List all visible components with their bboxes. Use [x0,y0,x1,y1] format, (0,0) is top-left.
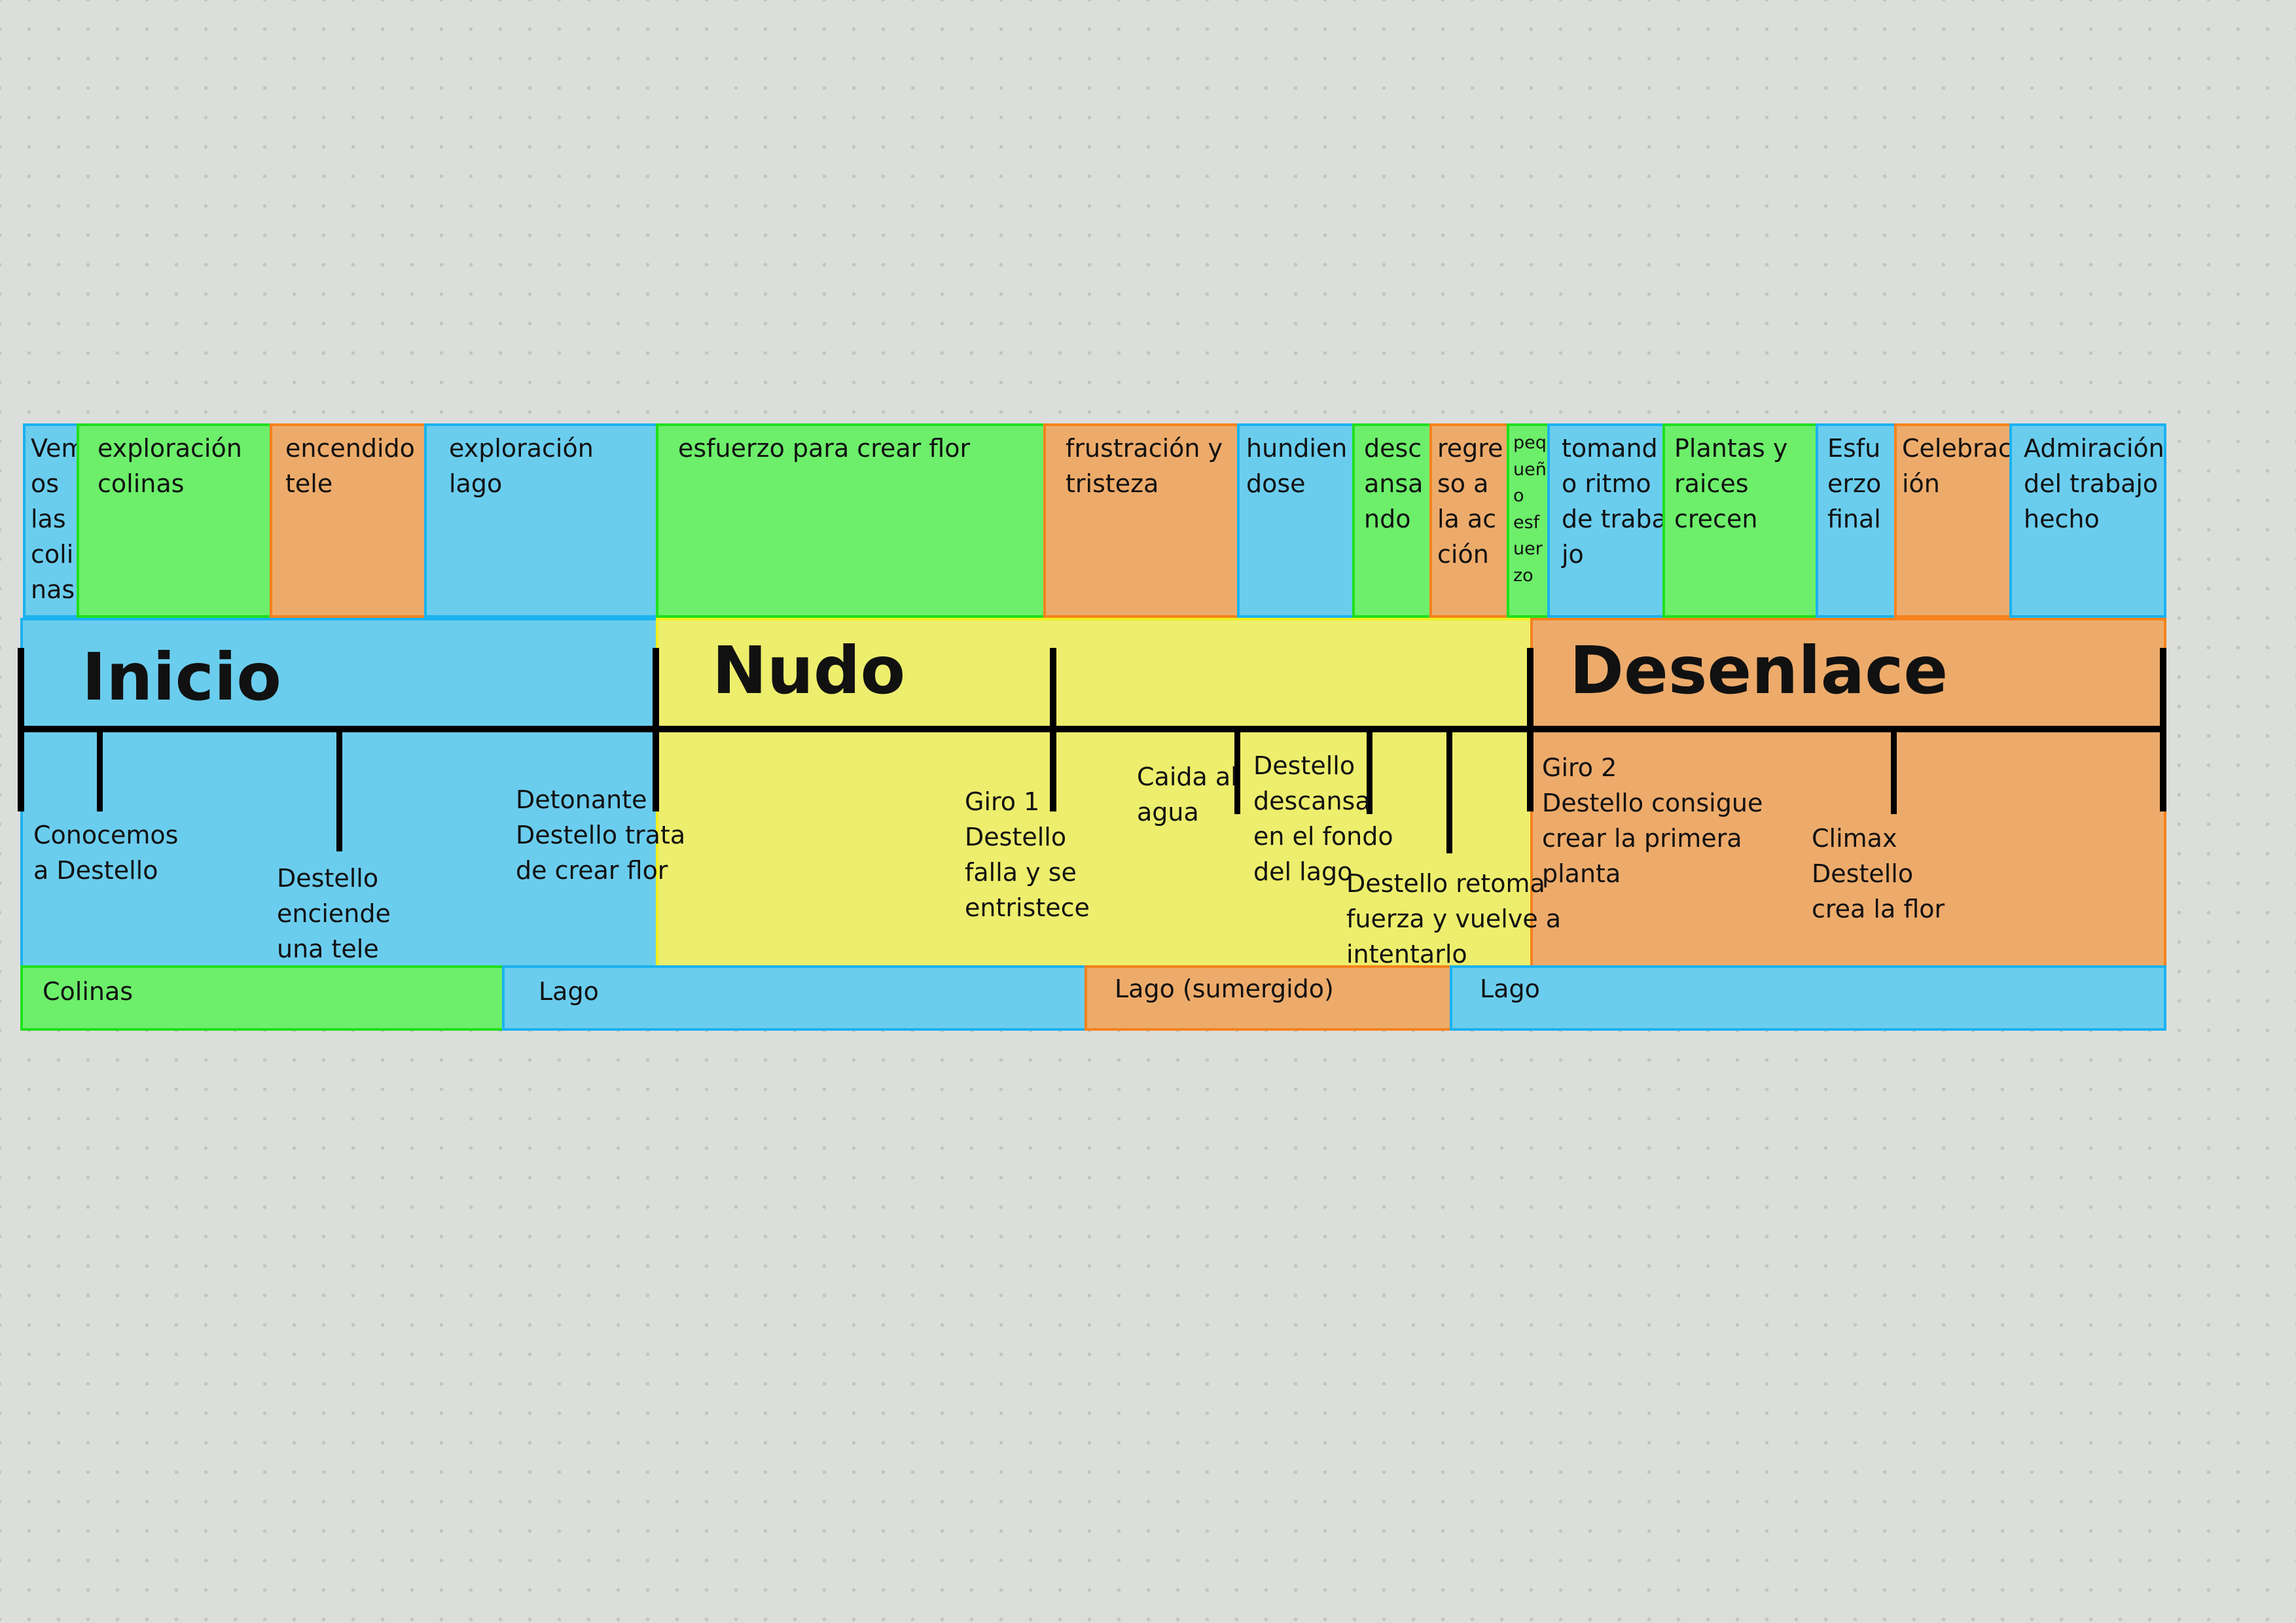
event-label-enciende-tele: Destello enciende una tele [277,864,391,963]
scene-label: exploración lago [449,434,594,498]
scene-label: frustración y tristeza [1066,434,1223,498]
scene-label: regre so a la ac ción [1437,434,1503,569]
event-label-giro-1: Giro 1 Destello falla y se entristece [965,787,1090,922]
event-label-detonante: Detonante Destello trata de crear flor [516,785,686,885]
scene-label: Plantas y raices crecen [1674,434,1788,533]
setting-label: Lago (sumergido) [1115,974,1334,1003]
scene-box-encendido-tele: encendido tele [270,423,427,618]
setting-label: Lago [539,977,599,1006]
scene-box-frustracion-tristeza: frustración y tristeza [1043,423,1240,618]
scene-label: Esfu erzo final [1827,434,1882,533]
timeline-tick-start [18,648,24,812]
event-label-climax: Climax Destello crea la flor [1812,824,1945,923]
timeline-tick-giro-1 [1050,648,1056,812]
scene-box-exploracion-lago: exploración lago [424,423,658,618]
scene-box-regreso-accion: regre so a la ac ción [1429,423,1509,618]
scene-box-esfuerzo-crear-flor: esfuerzo para crear flor [656,423,1046,618]
scene-box-hundiendose: hundien dose [1237,423,1355,618]
scene-label: tomand o ritmo de traba jo [1562,434,1667,569]
timeline-tick-nudo-desenlace [1527,648,1534,812]
scene-label: encendido tele [285,434,415,498]
scene-label: hundien dose [1246,434,1348,498]
scene-box-descansando: desc ansa ndo [1352,423,1432,618]
timeline-tick-enciende-tele [336,729,342,851]
scene-box-admiracion: Admiración del trabajo hecho [2009,423,2166,618]
scene-box-celebracion: Celebrac ión [1894,423,2012,618]
scene-box-exploracion-colinas: exploración colinas [77,423,272,618]
setting-box-lago-sumergido: Lago (sumergido) [1085,965,1452,1031]
timeline-axis [20,726,2166,732]
scene-box-pequeno-esfuerzo: peq ueñ o esf uer zo [1507,423,1550,618]
act-title-desenlace: Desenlace [1570,632,1948,709]
scene-label: peq ueñ o esf uer zo [1513,433,1547,586]
scene-box-plantas-raices: Plantas y raices crecen [1662,423,1818,618]
scene-box-vemos-las-colinas: Vem os las coli nas [23,423,85,618]
scene-box-tomando-ritmo: tomand o ritmo de traba jo [1547,423,1667,618]
scene-label: Vem os las coli nas [31,434,86,604]
event-label-retoma: Destello retoma fuerza y vuelve a intent… [1346,869,1562,969]
timeline-tick-end [2160,648,2166,812]
setting-label: Lago [1480,974,1540,1003]
event-label-giro-2: Giro 2 Destello consigue crear la primer… [1542,753,1763,888]
scene-label: desc ansa ndo [1364,434,1424,533]
timeline-tick-conocemos [97,729,103,812]
event-label-conocemos: Conocemos a Destello [33,821,179,885]
act-title-inicio: Inicio [82,639,281,715]
act-title-nudo: Nudo [712,632,906,709]
timeline-tick-descansa [1367,729,1372,814]
timeline-tick-retoma [1446,729,1452,853]
setting-box-lago: Lago [502,965,1087,1031]
scene-label: Admiración del trabajo hecho [2024,434,2164,533]
setting-box-lago-final: Lago [1450,965,2166,1031]
scene-box-esfuerzo-final: Esfu erzo final [1816,423,1897,618]
scene-label: esfuerzo para crear flor [678,434,971,463]
setting-box-colinas: Colinas [20,965,505,1031]
timeline-tick-inicio-nudo [653,648,659,812]
setting-label: Colinas [43,977,134,1006]
act-panel-desenlace [1530,618,2166,968]
scene-label: Celebrac ión [1902,434,2012,498]
timeline-tick-caida-agua [1234,729,1240,814]
event-label-descansa: Destello descansa en el fondo del lago [1253,751,1393,886]
scene-label: exploración colinas [98,434,242,498]
timeline-tick-climax [1891,729,1897,814]
event-label-caida-agua: Caida al agua [1137,762,1238,827]
